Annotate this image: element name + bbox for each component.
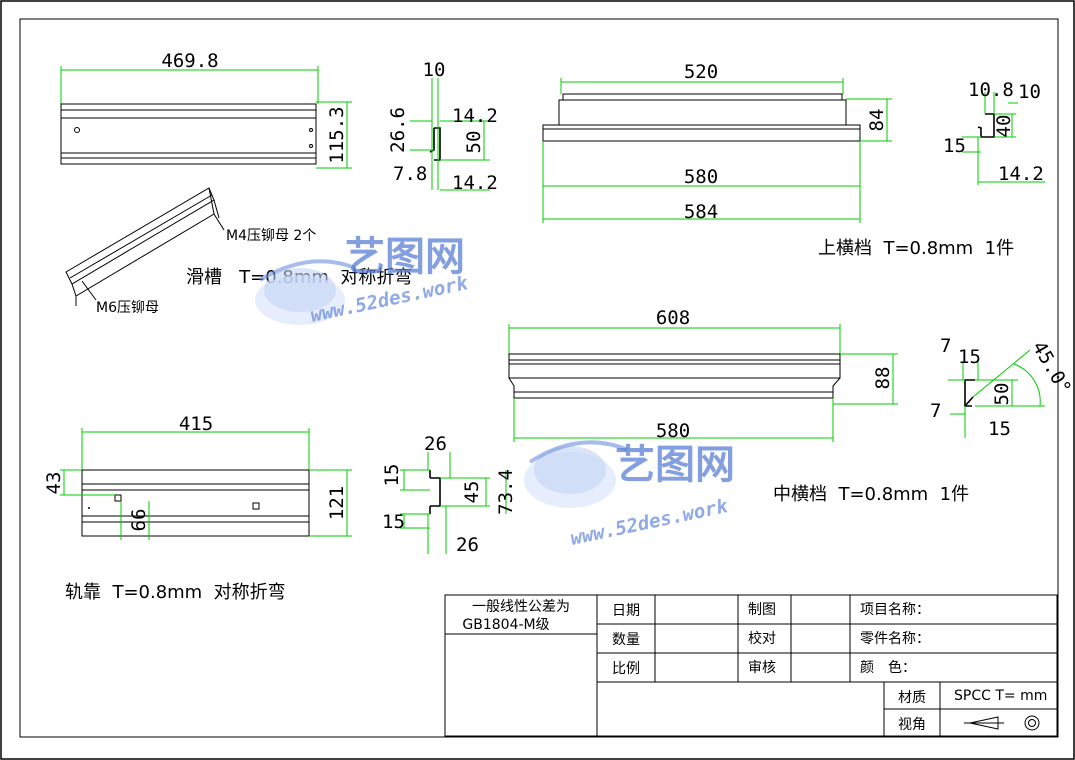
- scale-label: 比例: [612, 661, 640, 677]
- track-rest-sec-d3: 45: [461, 481, 483, 504]
- middle-bar-bottom-dim: 580: [656, 420, 690, 442]
- track-rest-sec-d1: 26: [424, 433, 447, 455]
- m6-callout: M6压铆母: [96, 300, 159, 316]
- track-rest-left-dim: 43: [43, 472, 65, 495]
- upper-bar-top-dim: 520: [684, 61, 718, 83]
- upper-bar-sec-d2: 10: [1018, 81, 1041, 103]
- track-rest-caption: 轨靠 T=0.8mm 对称折弯: [65, 582, 286, 603]
- upper-bar-sec-d1: 10.8: [968, 79, 1014, 101]
- drafter-label: 制图: [748, 602, 776, 618]
- middle-bar-sec-d3: 45.0°: [1028, 338, 1075, 399]
- slot-rail-sec-d5: 7.8: [393, 163, 427, 185]
- track-rest-sec-d6: 26: [456, 534, 479, 556]
- track-rest-height-dim: 121: [326, 486, 348, 520]
- m4-callout: M4压铆母 2个: [226, 228, 316, 244]
- quantity-label: 数量: [612, 632, 640, 648]
- date-label: 日期: [612, 603, 640, 619]
- middle-bar-sec-d1: 7: [940, 335, 951, 357]
- tolerance-line2: GB1804-M级: [462, 617, 549, 633]
- reviewer-label: 审核: [748, 660, 776, 676]
- part-label: 零件名称：: [860, 631, 930, 647]
- watermark-lower: 艺图网 www.52des.work: [524, 440, 735, 550]
- track-rest-view: 415 43 121 66 轨靠 T=0.8mm 对称折弯: [43, 413, 517, 603]
- middle-bar-height-dim: 88: [872, 367, 894, 390]
- slot-rail-sec-d3: 14.2: [452, 105, 498, 127]
- track-rest-hole-dim: 66: [128, 509, 150, 532]
- track-rest-length-dim: 415: [179, 413, 213, 435]
- view-label: 视角: [898, 717, 926, 733]
- tolerance-line1: 一般线性公差为: [472, 599, 570, 615]
- middle-bar-sec-d6: 15: [988, 418, 1011, 440]
- slot-rail-sec-d4: 50: [463, 131, 485, 154]
- project-label: 项目名称：: [860, 602, 930, 618]
- watermark-upper-brand: 艺图网: [345, 234, 465, 280]
- checker-label: 校对: [748, 630, 776, 647]
- middle-bar-top-dim: 608: [656, 307, 690, 329]
- slot-rail-height-dim: 115.3: [326, 106, 348, 163]
- track-rest-sec-d5: 15: [382, 511, 405, 533]
- upper-bar-height-dim: 84: [866, 109, 888, 132]
- upper-bar-bottom-dim: 584: [684, 201, 718, 223]
- upper-bar-sec-d3: 40: [993, 115, 1015, 138]
- middle-bar-sec-d5: 7: [930, 400, 941, 422]
- slot-rail-sec-d1: 10: [423, 59, 446, 81]
- track-rest-sec-d4: 73.4: [495, 469, 517, 515]
- title-block: 一般线性公差为 GB1804-M级 日期 制图 项目名称： 数量 校对 零件名称…: [444, 594, 1058, 737]
- inner-border: [19, 18, 1059, 738]
- slot-rail-view: 469.8 115.3 M4压铆母 2个 M6压铆母 滑槽 T=0.8mm 对称…: [60, 50, 498, 316]
- color-label: 颜 色：: [860, 659, 916, 676]
- middle-bar-sec-d4: 50: [991, 383, 1013, 406]
- upper-bar-caption: 上横档 T=0.8mm 1件: [818, 238, 1014, 259]
- slot-rail-sec-d2: 26.6: [387, 107, 409, 153]
- projection-symbol-icon: [964, 715, 1040, 731]
- upper-bar-mid-dim: 580: [684, 166, 718, 188]
- middle-bar-caption: 中横档 T=0.8mm 1件: [773, 484, 969, 505]
- slot-rail-length-dim: 469.8: [161, 50, 218, 72]
- slot-rail-sec-d6: 14.2: [452, 172, 498, 194]
- watermark-lower-brand: 艺图网: [615, 442, 735, 488]
- upper-bar-sec-d4: 15: [943, 135, 966, 157]
- material-value: SPCC T= mm: [954, 688, 1047, 704]
- material-label: 材质: [898, 690, 926, 706]
- middle-bar-sec-d2: 15: [958, 346, 981, 368]
- upper-bar-sec-d5: 14.2: [998, 163, 1044, 185]
- track-rest-sec-d2: 15: [381, 464, 403, 487]
- upper-bar-view: 520 84 580 584 上横档 T=0.8mm 1件 10.8 10 40…: [542, 61, 1045, 259]
